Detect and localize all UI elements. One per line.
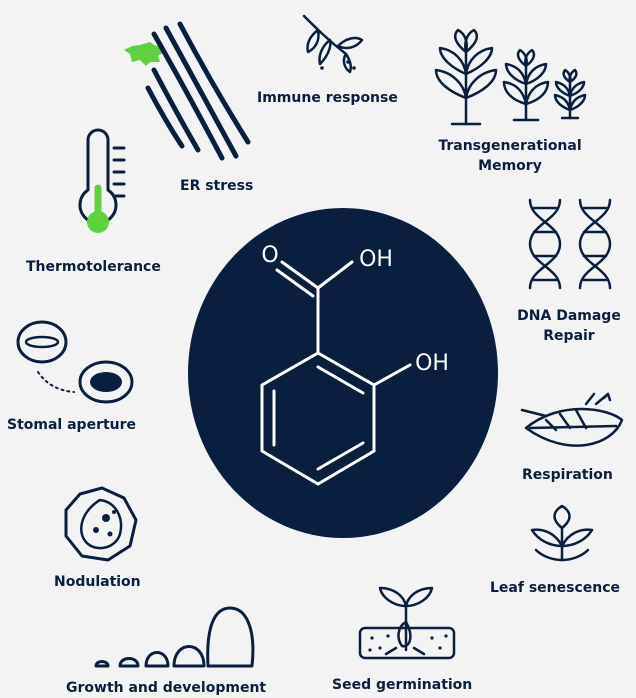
label-leaf-senescence: Leaf senescence	[490, 580, 621, 596]
label-growth-development: Growth and development	[66, 680, 267, 696]
hydroxyl-top: OH	[359, 247, 393, 272]
thermometer-icon	[78, 128, 126, 233]
center-ellipse	[188, 208, 498, 538]
label-respiration: Respiration	[522, 467, 613, 483]
label-seed-germination: Seed germination	[332, 677, 473, 693]
hydroxyl-side: OH	[415, 351, 449, 376]
label-thermotolerance: Thermotolerance	[26, 259, 161, 275]
nodule-icon	[64, 486, 138, 562]
carbonyl-oxygen: O	[261, 243, 278, 268]
stomata-icon	[16, 320, 134, 404]
seed-germination-icon	[358, 586, 456, 660]
plants-icon	[434, 28, 587, 126]
leaf-icon	[520, 392, 624, 447]
label-dna-damage-repair: DNA Damage Repair	[517, 308, 621, 344]
label-transgenerational-memory: Transgenerational Memory	[438, 138, 582, 174]
salicylic-acid-molecule: O OH OH	[188, 208, 498, 538]
dna-icon	[528, 198, 612, 290]
label-immune-response: Immune response	[257, 90, 398, 106]
growth-stages-icon	[94, 606, 255, 668]
label-nodulation: Nodulation	[54, 574, 141, 590]
label-stomal-aperture: Stomal aperture	[7, 417, 137, 433]
sprig-icon	[302, 14, 364, 74]
label-er-stress: ER stress	[180, 178, 254, 194]
seedling-leaf-icon	[530, 504, 594, 562]
er-membrane-icon	[124, 21, 251, 161]
